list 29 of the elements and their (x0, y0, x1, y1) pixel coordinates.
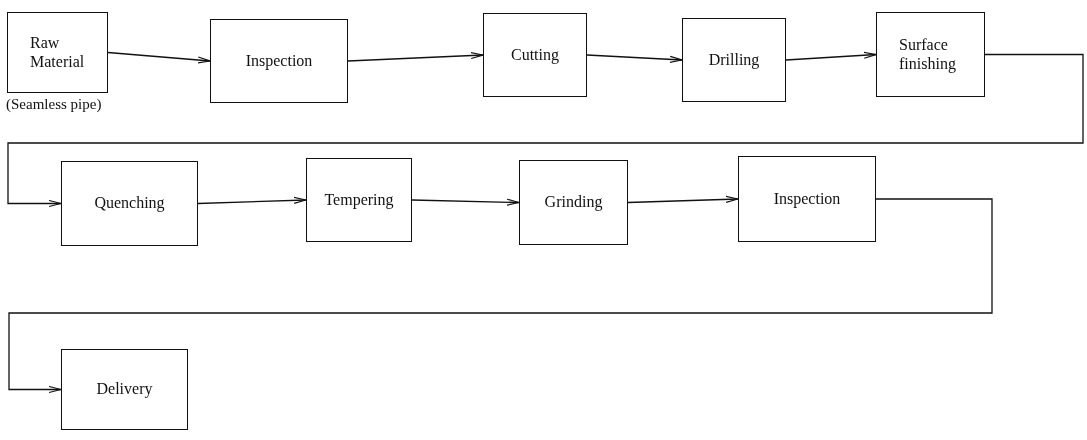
process-box (738, 156, 876, 242)
step-label: Quenching (94, 194, 165, 213)
process-box (61, 349, 188, 430)
step-label: Grinding (544, 193, 603, 212)
process-box (210, 19, 348, 103)
process-box (306, 158, 412, 242)
arrow (627, 195, 739, 204)
step-label: Delivery (96, 380, 153, 399)
step-note: (Seamless pipe) (6, 96, 102, 113)
process-box (876, 12, 985, 97)
step-label: Drilling (708, 50, 760, 70)
arrow (107, 51, 211, 64)
arrow (197, 196, 307, 205)
step-label: Raw Material (30, 34, 86, 71)
step-label: Cutting (511, 45, 559, 65)
process-box (682, 18, 786, 102)
arrow (347, 51, 484, 62)
step-label: Tempering (324, 190, 394, 210)
arrow (411, 198, 520, 206)
process-box (61, 161, 198, 246)
process-box (483, 13, 587, 97)
process-box (519, 160, 628, 245)
step-label: Surface finishing (899, 36, 957, 73)
step-label: Inspection (245, 51, 313, 71)
arrow (7, 53, 1084, 208)
arrow (8, 198, 993, 394)
step-label: Inspection (773, 189, 841, 209)
arrow (785, 51, 877, 61)
arrow (586, 54, 683, 63)
